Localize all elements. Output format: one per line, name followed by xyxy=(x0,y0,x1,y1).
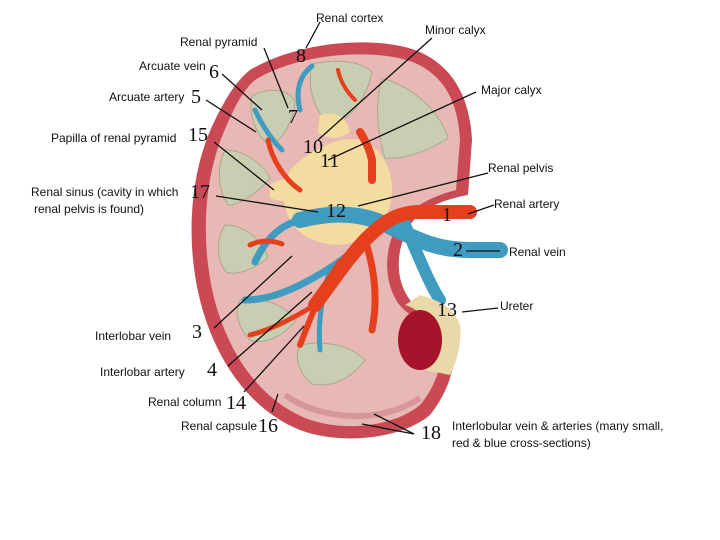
arteries xyxy=(247,68,477,348)
ureter-cut-shape xyxy=(398,310,442,370)
number-14: 14 xyxy=(226,392,246,414)
number-12: 12 xyxy=(326,200,346,222)
label-interlobular-line1: Interlobular vein & arteries (many small… xyxy=(452,419,664,433)
label-renal-vein: Renal vein xyxy=(509,245,566,259)
number-18: 18 xyxy=(421,422,441,444)
number-16: 16 xyxy=(258,415,278,437)
label-arcuate-artery: Arcuate artery xyxy=(109,90,185,104)
number-8: 8 xyxy=(296,45,306,67)
number-17: 17 xyxy=(190,181,210,203)
label-interlobular-line2: red & blue cross-sections) xyxy=(452,436,591,450)
number-7: 7 xyxy=(288,106,298,128)
cortex-lower-band xyxy=(283,392,422,420)
leader-lines xyxy=(205,21,500,435)
number-13: 13 xyxy=(437,299,457,321)
label-major-calyx: Major calyx xyxy=(481,83,542,97)
label-papilla: Papilla of renal pyramid xyxy=(51,131,177,145)
label-interlobar-artery: Interlobar artery xyxy=(100,365,185,379)
label-arcuate-vein: Arcuate vein xyxy=(139,59,206,73)
number-15: 15 xyxy=(188,124,208,146)
label-renal-sinus-line2: renal pelvis is found) xyxy=(34,202,145,216)
number-2: 2 xyxy=(453,239,463,261)
number-6: 6 xyxy=(209,61,219,83)
label-renal-capsule: Renal capsule xyxy=(181,419,258,433)
label-interlobar-vein: Interlobar vein xyxy=(95,329,172,343)
number-5: 5 xyxy=(191,86,201,108)
label-renal-cortex: Renal cortex xyxy=(316,11,384,25)
label-renal-pelvis: Renal pelvis xyxy=(488,161,554,175)
label-renal-pyramid: Renal pyramid xyxy=(180,35,258,49)
renal-pyramids xyxy=(217,60,449,386)
number-3: 3 xyxy=(192,321,202,343)
label-renal-sinus-line1: Renal sinus (cavity in which xyxy=(31,185,179,199)
number-4: 4 xyxy=(207,359,217,381)
number-1: 1 xyxy=(442,204,452,226)
label-renal-column: Renal column xyxy=(148,395,222,409)
number-11: 11 xyxy=(320,150,340,172)
number-10: 10 xyxy=(303,136,323,158)
label-renal-artery: Renal artery xyxy=(494,197,560,211)
label-minor-calyx: Minor calyx xyxy=(425,23,486,37)
label-ureter: Ureter xyxy=(500,299,534,313)
